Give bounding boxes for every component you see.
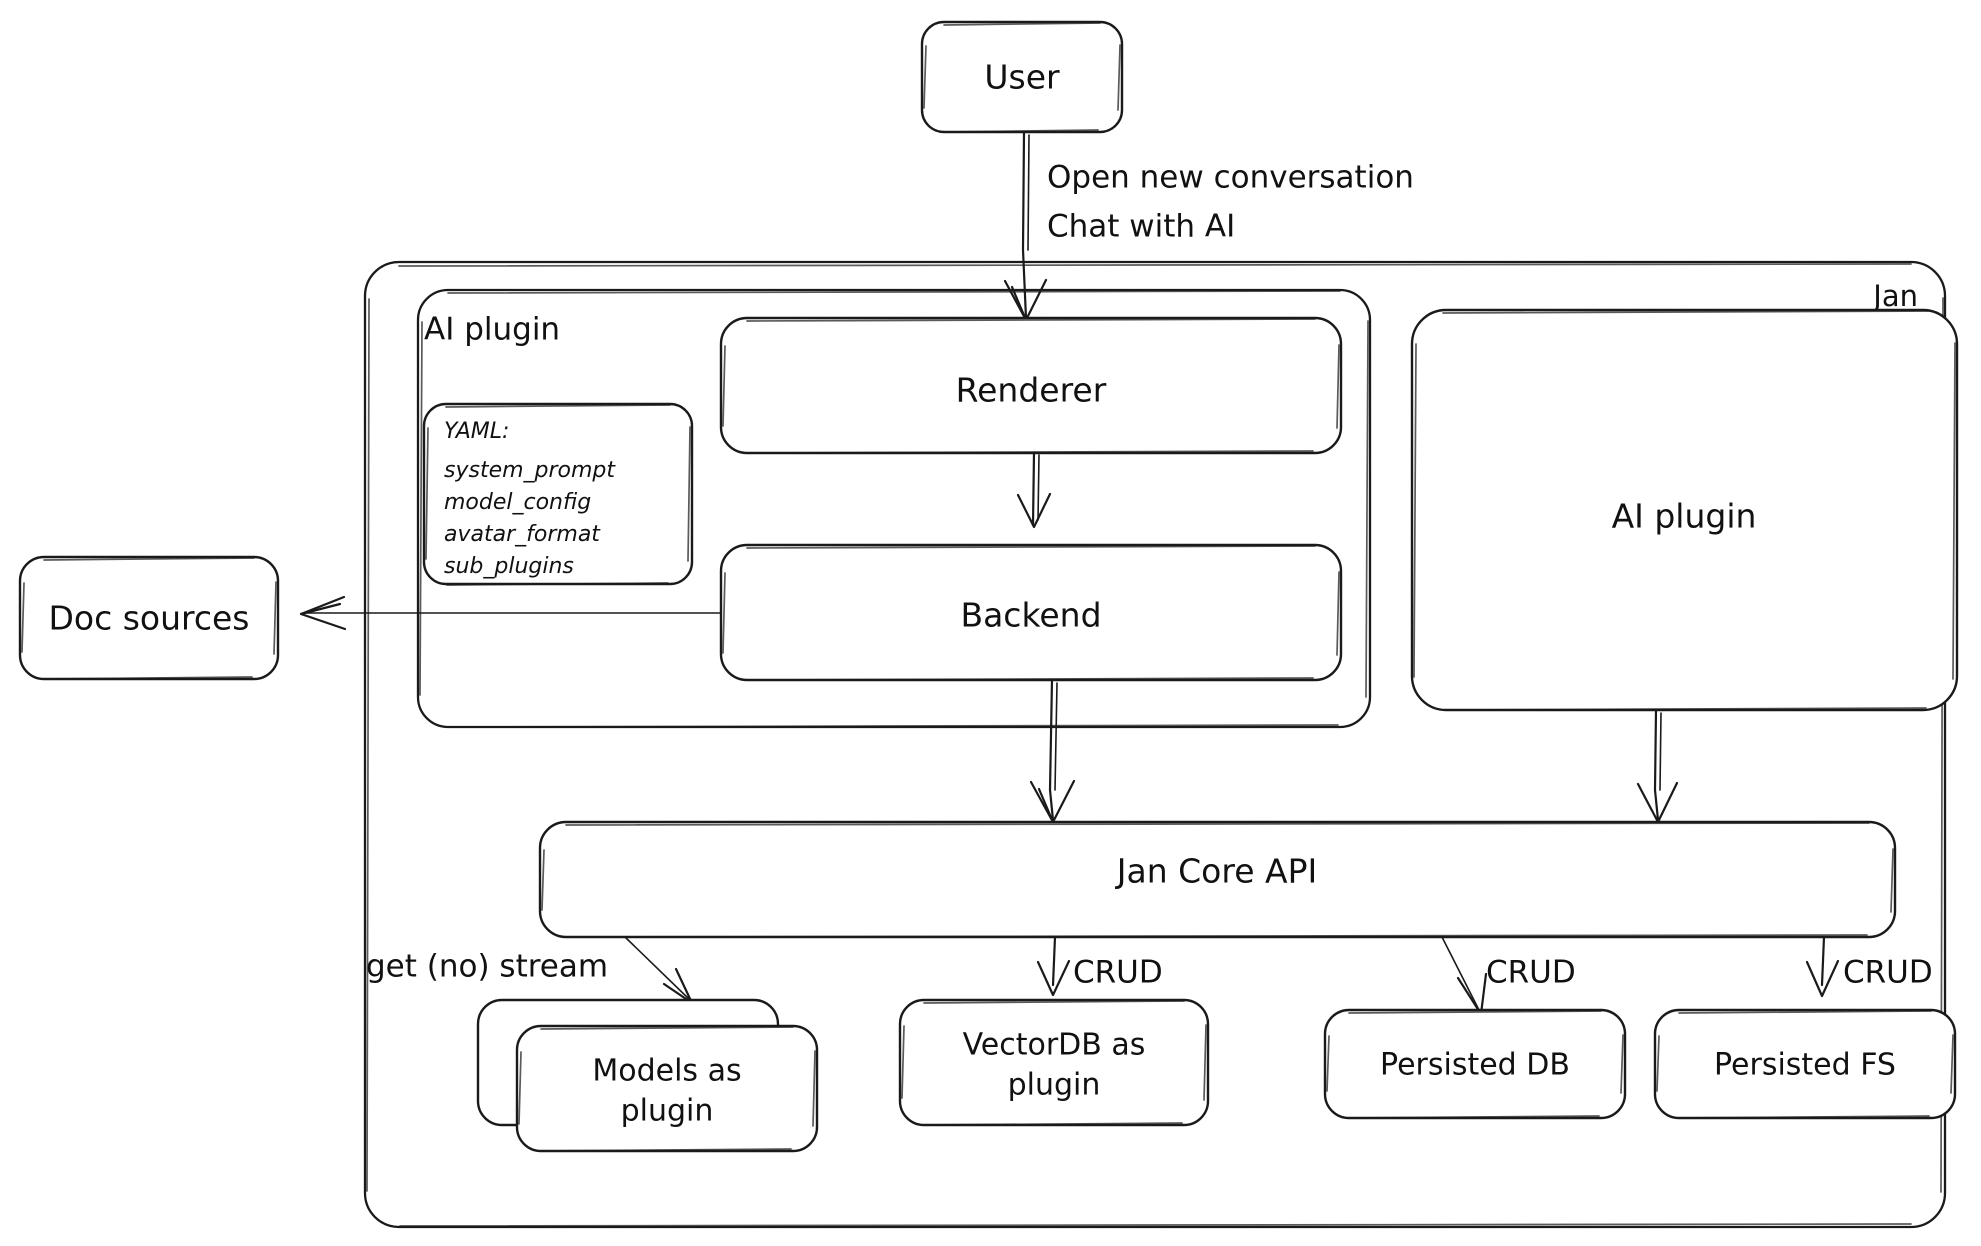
edge-user-to-renderer-label-line1: Open new conversation [1047,160,1414,196]
node-backend[interactable]: Backend [719,543,1343,682]
node-jan-core-api-sketch-overlay [541,822,1894,938]
edge-user-to-renderer: Open new conversation Chat with AI [1003,130,1414,322]
node-models-plugin-sketch-overlay [518,1026,816,1152]
edge-ai-plugin-to-jan-core-api-line [1653,708,1660,822]
node-persisted-fs-border [1653,1008,1957,1120]
node-ai-plugin[interactable]: AI plugin [1410,308,1959,712]
edge-jan-core-api-to-models-plugin: get (no) stream [366,936,694,1005]
node-renderer[interactable]: Renderer [719,316,1343,455]
node-backend-sketch-overlay [722,545,1340,681]
node-persisted-db-sketch-overlay [1326,1010,1624,1119]
edge-jan-core-api-to-persisted-fs-label: CRUD [1843,955,1933,991]
node-jan-core-api-label: Jan Core API [1115,852,1317,891]
node-ai-plugin-border [1410,308,1959,712]
node-doc-sources-sketch-overlay [21,557,277,680]
node-renderer-border [719,316,1343,455]
node-vectordb-plugin-label-line2: plugin [1008,1068,1101,1103]
edge-backend-to-jan-core-api-line-echo [1054,682,1058,791]
edge-jan-core-api-to-vectordb-plugin-arrowhead [1036,959,1071,997]
edge-user-to-renderer-arrowhead-echo [1010,285,1028,322]
node-renderer-sketch-overlay [722,318,1340,454]
edge-jan-core-api-to-persisted-fs-arrowhead [1805,959,1840,998]
edge-renderer-to-backend [1016,451,1052,529]
container-ai-plugin-sketch-overlay [419,290,1369,728]
node-user-sketch-overlay [923,22,1121,133]
edge-jan-core-api-to-persisted-fs-line [1820,935,1826,987]
edge-user-to-renderer-line [1021,130,1028,320]
node-doc-sources-border [18,555,280,681]
edge-renderer-to-backend-line-echo [1037,454,1040,521]
node-models-plugin-border-front [515,1024,819,1153]
node-ai-plugin-label: AI plugin [1612,497,1757,536]
node-user[interactable]: User [920,20,1124,134]
node-models-plugin-label-line2: plugin [621,1094,714,1129]
edge-user-to-renderer-label-line2: Chat with AI [1047,209,1235,245]
edge-backend-to-jan-core-api-line [1048,678,1055,822]
node-persisted-fs[interactable]: Persisted FS [1653,1008,1957,1120]
edge-jan-core-api-to-models-plugin-line [624,936,691,1001]
node-yaml-note-item-1: model_config [444,490,591,515]
node-models-plugin[interactable]: Models as plugin [476,998,819,1153]
edge-renderer-to-backend-arrowhead [1016,492,1052,529]
node-vectordb-plugin-border [898,998,1210,1127]
node-renderer-label: Renderer [956,371,1107,410]
container-jan-sketch-overlay [366,263,1944,1227]
node-user-label: User [984,58,1060,97]
node-persisted-db-label: Persisted DB [1380,1048,1570,1083]
container-ai-plugin-label: AI plugin [424,312,560,348]
edge-jan-core-api-to-vectordb-plugin-label: CRUD [1073,955,1163,991]
edge-jan-core-api-to-persisted-fs: CRUD [1805,935,1933,998]
node-persisted-fs-label: Persisted FS [1714,1048,1896,1083]
edge-jan-core-api-to-models-plugin-label: get (no) stream [366,949,608,985]
container-jan-label: Jan [1871,279,1918,313]
edge-ai-plugin-to-jan-core-api-line-echo [1659,712,1662,791]
node-yaml-note-sketch-overlay [425,404,691,586]
node-persisted-db[interactable]: Persisted DB [1323,1008,1627,1120]
node-yaml-note[interactable]: YAML: system_prompt model_config avatar_… [422,402,694,586]
node-persisted-fs-sketch-overlay [1656,1010,1954,1119]
node-vectordb-plugin-sketch-overlay [901,1000,1207,1126]
edge-jan-core-api-to-persisted-db: CRUD [1441,936,1576,1016]
node-vectordb-plugin[interactable]: VectorDB as plugin [898,998,1210,1127]
node-yaml-note-item-3: sub_plugins [444,554,574,579]
node-persisted-db-border [1323,1008,1627,1120]
node-yaml-note-header: YAML: [444,419,509,444]
node-yaml-note-item-2: avatar_format [444,522,601,547]
edge-renderer-to-backend-line [1031,451,1036,527]
edge-backend-to-jan-core-api-arrowhead-echo [1037,787,1055,824]
node-doc-sources[interactable]: Doc sources [18,555,280,681]
edge-user-to-renderer-line-echo [1027,134,1030,251]
edge-jan-core-api-to-vectordb-plugin: CRUD [1036,935,1163,997]
node-models-plugin-label-line1: Models as [592,1054,741,1089]
edge-backend-to-doc-sources [299,595,722,631]
edge-jan-core-api-to-persisted-db-label: CRUD [1486,955,1576,991]
node-ai-plugin-sketch-overlay [1413,310,1956,711]
node-backend-label: Backend [960,596,1101,635]
node-user-border [920,20,1124,134]
edge-jan-core-api-to-vectordb-plugin-line [1051,935,1057,987]
edge-jan-core-api-to-persisted-db-line [1441,936,1480,1011]
node-yaml-note-item-0: system_prompt [444,458,616,483]
node-doc-sources-label: Doc sources [48,599,249,638]
node-jan-core-api[interactable]: Jan Core API [538,820,1897,939]
node-jan-core-api-border [538,820,1897,939]
edge-backend-to-doc-sources-arrowhead-echo [299,602,342,616]
node-vectordb-plugin-label-line1: VectorDB as [963,1028,1146,1063]
